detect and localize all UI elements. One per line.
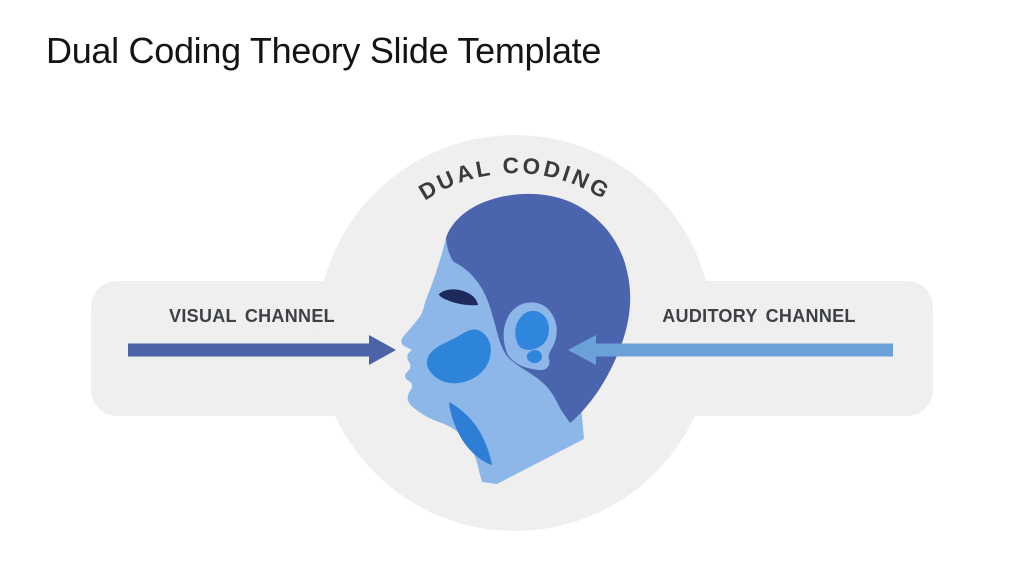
visual-channel-arrow-icon (128, 335, 396, 365)
cheek-accent-shape (426, 329, 491, 384)
head-illustration (401, 193, 631, 484)
visual-channel-label: VISUAL CHANNEL (169, 306, 335, 326)
eyebrow-shape (439, 289, 478, 306)
neck-shadow-shape (449, 402, 492, 465)
auditory-channel-label: AUDITORY CHANNEL (662, 306, 855, 326)
auditory-channel-arrow-icon (568, 335, 893, 365)
ear-lobe-accent-shape (526, 349, 542, 364)
inner-ear-shape (515, 310, 549, 350)
slide-title: Dual Coding Theory Slide Template (46, 30, 602, 71)
